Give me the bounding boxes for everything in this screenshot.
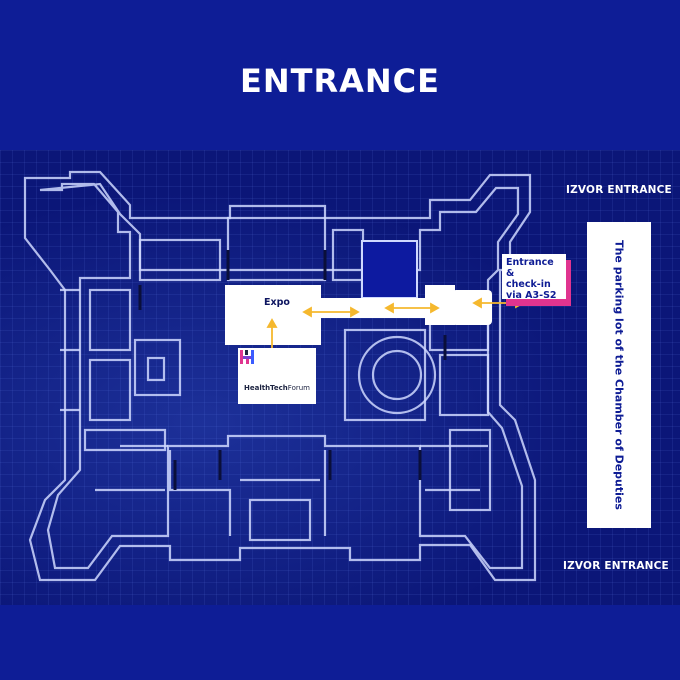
- parking-lot-area: The parking lot of the Chamber of Deputi…: [587, 222, 651, 528]
- callout-line-3: via A3-S2: [506, 290, 557, 301]
- healthtech-forum-area: HealthTechForum: [238, 348, 316, 404]
- parking-lot-label: The parking lot of the Chamber of Deputi…: [612, 240, 626, 510]
- logo-brand-bold: HealthTech: [244, 384, 288, 392]
- building-walls: [23, 170, 537, 582]
- callout-line-1: Entrance &: [506, 257, 554, 279]
- highlighted-route: [225, 285, 492, 345]
- header-band: ENTRANCE: [0, 0, 680, 150]
- page-title: ENTRANCE: [240, 62, 440, 100]
- izvor-entrance-bottom-label: IZVOR ENTRANCE: [563, 560, 669, 572]
- izvor-entrance-top-label: IZVOR ENTRANCE: [566, 184, 672, 196]
- footer-band: [0, 605, 680, 680]
- floor-map: Expo HealthTechForum Entrance & check-in…: [0, 150, 680, 605]
- room-dark: [361, 240, 418, 299]
- expo-label: Expo: [264, 297, 290, 308]
- healthtech-forum-logo-text: HealthTechForum: [238, 384, 316, 392]
- logo-brand-light: Forum: [287, 384, 310, 392]
- entrance-callout: Entrance & check-in via A3-S2: [502, 254, 566, 301]
- healthtech-forum-logo-icon: [240, 350, 254, 364]
- callout-line-2: check-in: [506, 279, 551, 290]
- floor-plan-drawing: [23, 170, 537, 582]
- door-marks: [138, 250, 447, 490]
